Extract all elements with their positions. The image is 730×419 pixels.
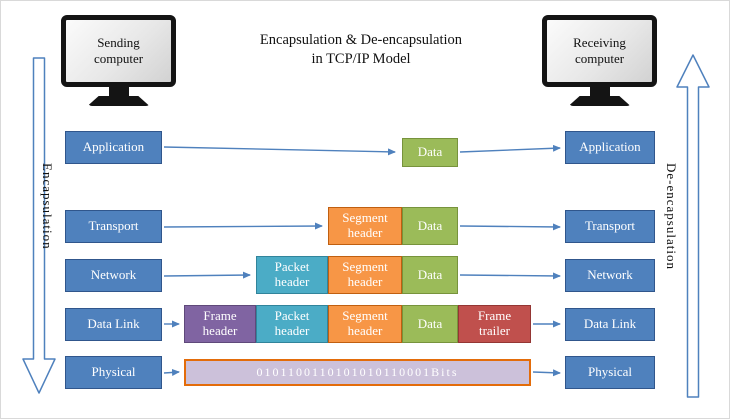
pdu-segment-header-datalink: Segment header: [328, 305, 402, 343]
monitor-neck-icon: [108, 87, 129, 96]
layer-right-network: Network: [565, 259, 655, 292]
arrow-data-to-network: [459, 272, 561, 280]
monitor-neck-icon: [589, 87, 610, 96]
monitor-base-icon: [87, 96, 150, 106]
encapsulation-down-arrow-icon: [22, 57, 56, 394]
arrow-network-to-packet: [163, 271, 251, 279]
layer-left-application: Application: [65, 131, 162, 164]
layer-left-physical: Physical: [65, 356, 162, 389]
diagram-title-line2: in TCP/IP Model: [311, 50, 411, 67]
layer-right-physical: Physical: [565, 356, 655, 389]
monitor-screen-icon: Receiving computer: [542, 15, 657, 87]
de-encapsulation-label: De-encapsulation: [664, 163, 679, 270]
pdu-data-transport: Data: [402, 207, 458, 245]
pdu-packet-header-datalink: Packet header: [256, 305, 328, 343]
arrow-bits-to-physical: [532, 369, 561, 377]
sending-computer-label: Sending computer: [93, 35, 144, 66]
monitor-screen-icon: Sending computer: [61, 15, 176, 87]
pdu-packet-header-network: Packet header: [256, 256, 328, 294]
arrow-data-to-application: [459, 144, 561, 153]
monitor-base-icon: [568, 96, 631, 106]
layer-left-datalink: Data Link: [65, 308, 162, 341]
pdu-frame-trailer-datalink: Frame trailer: [458, 305, 531, 343]
diagram-title: Encapsulation & De-encapsulation in TCP/…: [216, 31, 506, 69]
pdu-segment-header-network: Segment header: [328, 256, 402, 294]
arrow-physical-to-bits: [163, 368, 180, 376]
sending-computer: Sending computer: [61, 15, 176, 106]
layer-right-transport: Transport: [565, 210, 655, 243]
pdu-frame-header-datalink: Frame header: [184, 305, 256, 343]
pdu-bits-physical: 0101100110101010110001Bits: [184, 359, 531, 386]
arrow-data-to-transport: [459, 223, 561, 231]
layer-left-network: Network: [65, 259, 162, 292]
layer-left-transport: Transport: [65, 210, 162, 243]
arrow-application-to-data: [163, 146, 396, 156]
layer-right-application: Application: [565, 131, 655, 164]
encapsulation-label: Encapsulation: [40, 163, 55, 250]
receiving-computer: Receiving computer: [542, 15, 657, 106]
diagram-title-line1: Encapsulation & De-encapsulation: [259, 32, 463, 48]
pdu-segment-header-transport: Segment header: [328, 207, 402, 245]
de-encapsulation-up-arrow-icon: [676, 54, 710, 398]
arrow-transport-to-segment: [163, 222, 323, 230]
pdu-data-datalink: Data: [402, 305, 458, 343]
pdu-data-network: Data: [402, 256, 458, 294]
layer-right-datalink: Data Link: [565, 308, 655, 341]
receiving-computer-label: Receiving computer: [573, 35, 626, 66]
pdu-data-application: Data: [402, 138, 458, 167]
